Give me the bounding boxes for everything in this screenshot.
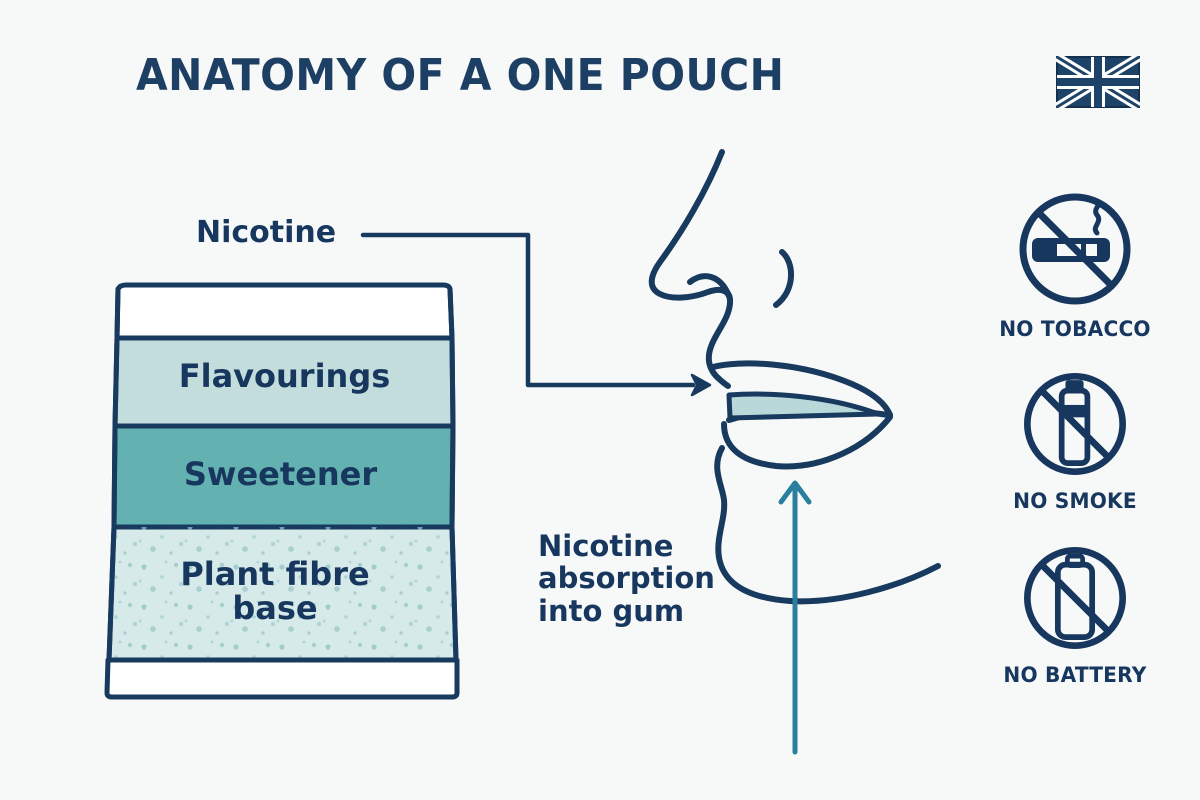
no-tobacco-item: NO TOBACCO xyxy=(960,185,1190,341)
no-smoke-caption: NO SMOKE xyxy=(1013,489,1137,513)
pouch-label-plant-fibre: Plant fibre base xyxy=(180,555,370,627)
pouch-in-mouth xyxy=(726,391,881,421)
benefit-icon-list: NO TOBACCO NO SMOKE NO BATTERY xyxy=(960,185,1190,697)
no-tobacco-caption: NO TOBACCO xyxy=(999,317,1151,341)
pouch-bottom-band xyxy=(104,657,460,700)
callout-nicotine-label: Nicotine xyxy=(196,215,337,250)
nose-and-brow-line xyxy=(648,149,734,389)
union-jack-flag-svg xyxy=(1054,53,1142,111)
chin-and-jaw-line xyxy=(714,445,941,605)
no-battery-item: NO BATTERY xyxy=(960,537,1190,687)
no-smoke-item: NO SMOKE xyxy=(960,363,1190,513)
pouch-top-band xyxy=(114,282,455,341)
callout-absorption-label: Nicotine absorption into gum xyxy=(538,529,715,628)
pouch-diagram xyxy=(104,282,460,700)
no-battery-caption: NO BATTERY xyxy=(1003,663,1147,687)
no-tobacco-icon xyxy=(1019,193,1131,305)
upper-lip xyxy=(710,360,893,418)
nicotine-leader-line xyxy=(360,232,712,397)
page-title: ANATOMY OF A ONE POUCH xyxy=(136,50,785,101)
nicotine-arrowhead xyxy=(690,373,712,397)
union-jack-flag xyxy=(1054,53,1142,111)
pouch-label-sweetener: Sweetener xyxy=(183,455,378,493)
absorption-arrow xyxy=(778,480,812,755)
pouch-outline-left xyxy=(106,286,121,663)
lower-lip xyxy=(721,414,893,470)
no-smoke-icon xyxy=(1024,373,1126,475)
ear-line xyxy=(773,249,795,308)
no-battery-icon xyxy=(1024,547,1126,649)
pouch-outline-right xyxy=(447,286,459,663)
nostril-line xyxy=(687,273,732,299)
plant-fibre-speckles xyxy=(109,527,456,660)
pouch-label-flavourings: Flavourings xyxy=(178,357,391,395)
